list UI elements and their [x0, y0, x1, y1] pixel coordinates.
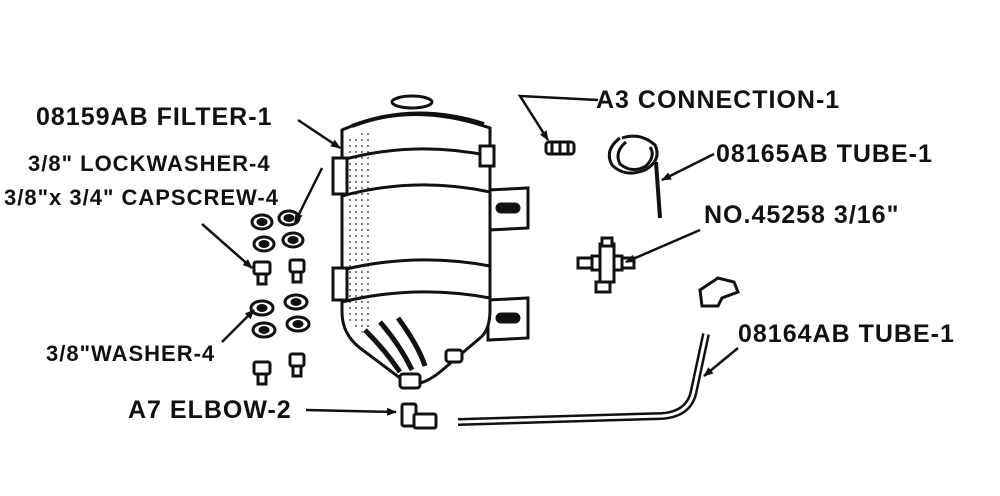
- leader-lines: [201, 94, 739, 416]
- label-connection: A3 CONNECTION-1: [596, 86, 841, 114]
- label-tube-lower: 08164AB TUBE-1: [738, 320, 955, 348]
- tube-coil: [607, 134, 662, 219]
- label-fitting: NO.45258 3/16": [704, 201, 900, 229]
- capscrew-set: [252, 258, 306, 386]
- connection-fitting: [544, 140, 576, 156]
- elbow-lower: [400, 402, 438, 430]
- label-tube-upper: 08165AB TUBE-1: [716, 140, 933, 168]
- elbow-right: [698, 276, 740, 308]
- filter-canister: [331, 94, 530, 390]
- label-filter: 08159AB FILTER-1: [36, 103, 273, 131]
- tube-long: [457, 333, 710, 426]
- washer-set: [249, 293, 311, 339]
- label-elbow: A7 ELBOW-2: [128, 396, 292, 424]
- cross-fitting: [576, 236, 636, 294]
- label-lockwasher: 3/8" LOCKWASHER-4: [28, 151, 271, 176]
- lockwasher-set: [250, 209, 305, 253]
- label-washer: 3/8"WASHER-4: [46, 341, 216, 366]
- label-capscrew: 3/8"x 3/4" CAPSCREW-4: [4, 185, 279, 210]
